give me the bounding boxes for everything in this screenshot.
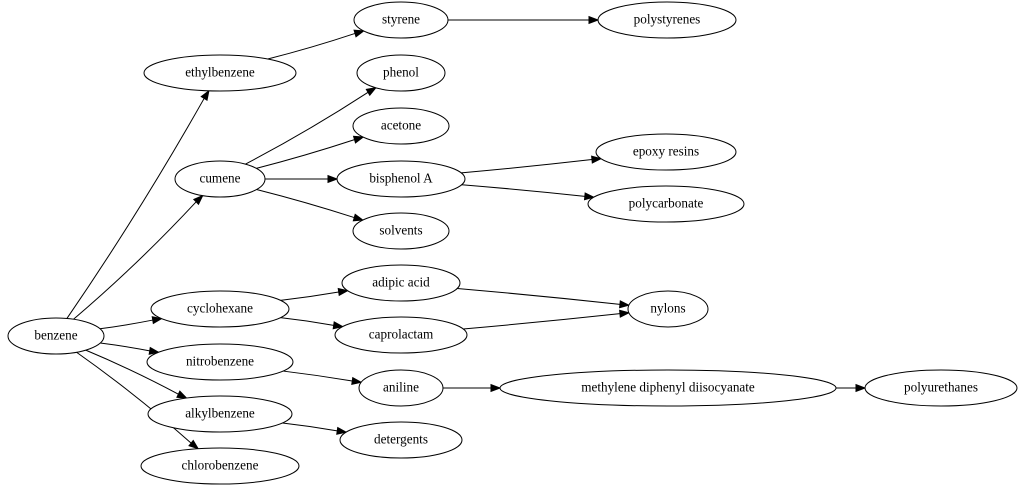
graph-node-chlorobenzene[interactable]: chlorobenzene <box>140 447 300 485</box>
node-shape-chlorobenzene[interactable] <box>140 447 300 485</box>
arrowhead-icon <box>855 383 867 393</box>
graph-node-benzene[interactable]: benzene <box>7 317 105 355</box>
node-shape-adipicacid[interactable] <box>341 264 461 302</box>
node-shape-epoxyresins[interactable] <box>595 133 737 171</box>
graph-node-alkylbenzene[interactable]: alkylbenzene <box>147 395 293 433</box>
graph-node-detergents[interactable]: detergents <box>339 421 463 459</box>
node-shape-styrene[interactable] <box>353 1 449 39</box>
node-shape-benzene[interactable] <box>7 317 105 355</box>
arrowhead-icon <box>337 287 350 297</box>
arrowhead-icon <box>619 300 631 309</box>
graph-edge-cyclohexane-to-adipicacid <box>280 291 339 301</box>
graph-node-nitrobenzene[interactable]: nitrobenzene <box>146 343 294 381</box>
graph-edge-alkylbenzene-to-detergents <box>282 422 338 432</box>
graph-node-phenol[interactable]: phenol <box>356 54 446 92</box>
node-shape-ethylbenzene[interactable] <box>143 54 297 92</box>
arrowhead-icon <box>188 439 200 450</box>
node-shape-alkylbenzene[interactable] <box>147 395 293 433</box>
graph-node-cyclohexane[interactable]: cyclohexane <box>150 290 290 328</box>
arrowhead-icon <box>619 309 631 318</box>
graph-node-styrene[interactable]: styrene <box>353 1 449 39</box>
edge-layer <box>66 15 867 450</box>
graph-edge-benzene-to-ethylbenzene <box>66 98 205 319</box>
arrowhead-icon <box>591 155 603 164</box>
graph-edge-cyclohexane-to-caprolactam <box>280 317 334 326</box>
node-shape-caprolactam[interactable] <box>334 316 468 354</box>
node-shape-acetone[interactable] <box>352 107 450 145</box>
graph-edge-cumene-to-phenol <box>245 91 369 165</box>
graph-node-polyurethanes[interactable]: polyurethanes <box>864 369 1018 407</box>
graph-edge-nitrobenzene-to-aniline <box>283 370 353 382</box>
arrowhead-icon <box>352 135 365 144</box>
arrowhead-icon <box>332 321 345 330</box>
graph-edge-benzene-to-nitrobenzene <box>100 342 150 352</box>
arrowhead-icon <box>176 390 188 399</box>
graph-node-polycarbonate[interactable]: polycarbonate <box>587 185 745 223</box>
graph-edge-benzene-to-chlorobenzene <box>76 351 192 444</box>
graph-node-aniline[interactable]: aniline <box>358 369 444 407</box>
arrowhead-icon <box>490 383 502 393</box>
node-shape-phenol[interactable] <box>356 54 446 92</box>
graph-edge-cumene-to-solvents <box>256 189 355 219</box>
graph-node-polystyrenes[interactable]: polystyrenes <box>597 1 737 39</box>
graph-node-ethylbenzene[interactable]: ethylbenzene <box>143 54 297 92</box>
arrowhead-icon <box>353 29 366 38</box>
node-shape-cumene[interactable] <box>174 160 266 198</box>
graph-node-bisphenolA[interactable]: bisphenol A <box>336 160 466 198</box>
graph-node-cumene[interactable]: cumene <box>174 160 266 198</box>
graph-node-epoxyresins[interactable]: epoxy resins <box>595 133 737 171</box>
node-shape-aniline[interactable] <box>358 369 444 407</box>
graph-node-mdi[interactable]: methylene diphenyl diisocyanate <box>499 369 837 407</box>
graph-node-adipicacid[interactable]: adipic acid <box>341 264 461 302</box>
arrowhead-icon <box>365 87 378 97</box>
graph-node-caprolactam[interactable]: caprolactam <box>334 316 468 354</box>
graph-edge-caprolactam-to-nylons <box>463 313 621 330</box>
node-shape-mdi[interactable] <box>499 369 837 407</box>
arrowhead-icon <box>352 213 365 222</box>
graph-edge-ethylbenzene-to-styrene <box>267 32 356 60</box>
graph-edge-bisphenolA-to-epoxyresins <box>461 159 593 174</box>
arrowhead-icon <box>351 376 363 386</box>
graph-edge-cumene-to-acetone <box>256 139 355 169</box>
graph-edge-bisphenolA-to-polycarbonate <box>461 184 585 197</box>
node-shape-polystyrenes[interactable] <box>597 1 737 39</box>
arrowhead-icon <box>583 192 596 201</box>
arrowhead-icon <box>148 346 160 355</box>
node-shape-cyclohexane[interactable] <box>150 290 290 328</box>
graph-edge-adipicacid-to-nylons <box>457 287 621 305</box>
graph-node-nylons[interactable]: nylons <box>627 290 709 328</box>
graph-edge-benzene-to-cumene <box>73 201 197 320</box>
graph-edge-benzene-to-alkylbenzene <box>85 349 179 395</box>
graph-node-acetone[interactable]: acetone <box>352 107 450 145</box>
node-shape-detergents[interactable] <box>339 421 463 459</box>
arrowhead-icon <box>192 194 204 206</box>
node-shape-solvents[interactable] <box>352 212 450 250</box>
graph-edge-benzene-to-cyclohexane <box>99 319 153 330</box>
node-shape-polyurethanes[interactable] <box>864 369 1018 407</box>
node-shape-nitrobenzene[interactable] <box>146 343 294 381</box>
graph-node-solvents[interactable]: solvents <box>352 212 450 250</box>
node-layer: benzene ethylbenzene cumene cyclohexane nitr… <box>7 1 1018 485</box>
node-shape-nylons[interactable] <box>627 290 709 328</box>
arrowhead-icon <box>151 316 164 325</box>
arrowhead-icon <box>327 174 339 184</box>
arrowhead-icon <box>200 89 210 102</box>
node-shape-bisphenolA[interactable] <box>336 160 466 198</box>
arrowhead-icon <box>588 15 600 25</box>
arrowhead-icon <box>336 426 348 435</box>
node-shape-polycarbonate[interactable] <box>587 185 745 223</box>
